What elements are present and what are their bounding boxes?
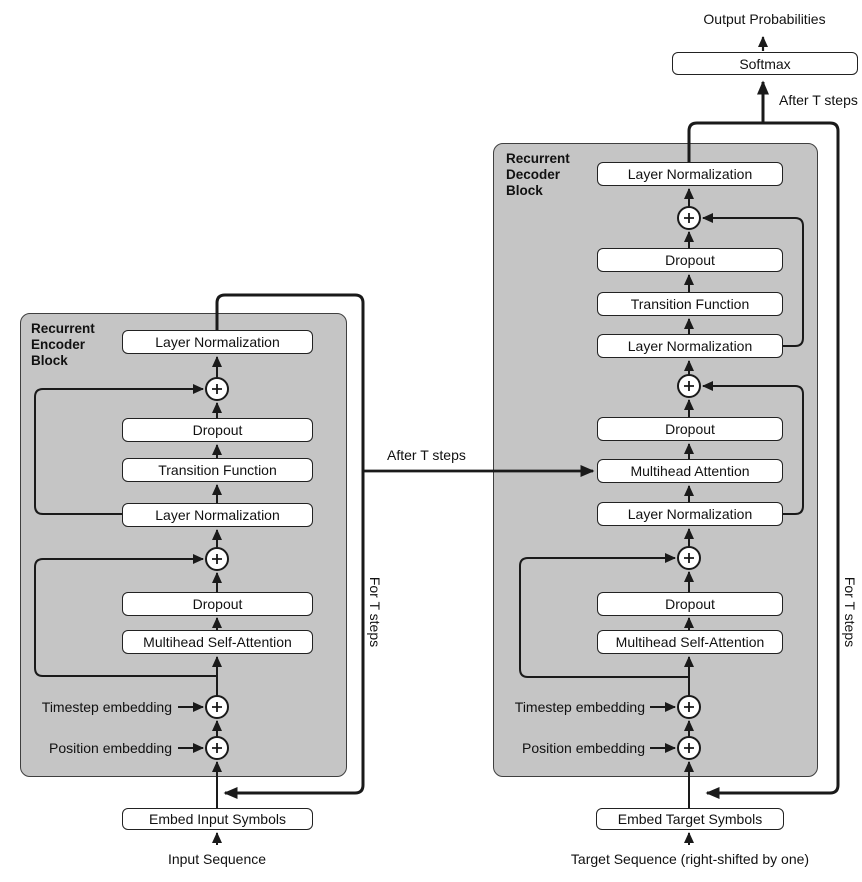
decoder-flow-arrows [650,188,694,845]
encoder-position-embedding-label: Position embedding [49,740,172,756]
add-circles [205,206,701,760]
encoder-transition-function-box: Transition Function [122,458,313,482]
after-t-steps-mid-label: After T steps [387,447,466,463]
decoder-for-t-steps-label: For T steps [842,576,858,648]
encoder-timestep-embedding-label: Timestep embedding [41,699,172,715]
recurrent-encoder-block [20,313,347,777]
embed-target-symbols-box: Embed Target Symbols [596,808,784,830]
encoder-for-t-steps-label: For T steps [367,576,383,648]
target-sequence-label: Target Sequence (right-shifted by one) [570,851,810,867]
encoder-add-circle-attention [205,547,229,571]
decoder-residual-wires [519,213,804,678]
decoder-loop-wire [687,121,840,799]
encoder-residual-wires [34,384,217,677]
decoder-add-circle-transition [677,206,701,230]
decoder-layer-norm-lower-box: Layer Normalization [597,502,783,526]
decoder-add-circle-attention [677,374,701,398]
decoder-multihead-attention-box: Multihead Attention [597,459,783,483]
encoder-layer-norm-mid-box: Layer Normalization [122,503,313,527]
encoder-loop-wire [215,293,365,799]
encoder-add-circle-timestep [205,695,229,719]
encoder-add-circle-transition [205,377,229,401]
decoder-position-embedding-label: Position embedding [522,740,645,756]
decoder-add-circle-position [677,736,701,760]
encoder-layer-norm-top-box: Layer Normalization [122,330,313,354]
encoder-add-circle-position [205,736,229,760]
encoder-block-label: Recurrent Encoder Block [31,321,95,369]
encoder-dropout-transition-box: Dropout [122,418,313,442]
encoder-dropout-attention-box: Dropout [122,592,313,616]
encoder-multihead-self-attention-box: Multihead Self-Attention [122,630,313,654]
decoder-add-circle-self-attention [677,546,701,570]
softmax-box: Softmax [672,52,858,75]
decoder-layer-norm-top-box: Layer Normalization [597,162,783,186]
decoder-dropout-attention-box: Dropout [597,417,783,441]
after-t-steps-top-label: After T steps [779,92,858,108]
output-probabilities-label: Output Probabilities [703,11,826,27]
encoder-flow-arrows [178,356,222,845]
decoder-layer-norm-mid-box: Layer Normalization [597,334,783,358]
input-sequence-label: Input Sequence [167,851,267,867]
decoder-dropout-self-attention-box: Dropout [597,592,783,616]
decoder-multihead-self-attention-box: Multihead Self-Attention [597,630,783,654]
embed-input-symbols-box: Embed Input Symbols [122,808,313,830]
decoder-timestep-embedding-label: Timestep embedding [514,699,645,715]
decoder-transition-function-box: Transition Function [597,292,783,316]
decoder-add-circle-timestep [677,695,701,719]
decoder-dropout-transition-box: Dropout [597,248,783,272]
decoder-block-label: Recurrent Decoder Block [506,151,570,199]
